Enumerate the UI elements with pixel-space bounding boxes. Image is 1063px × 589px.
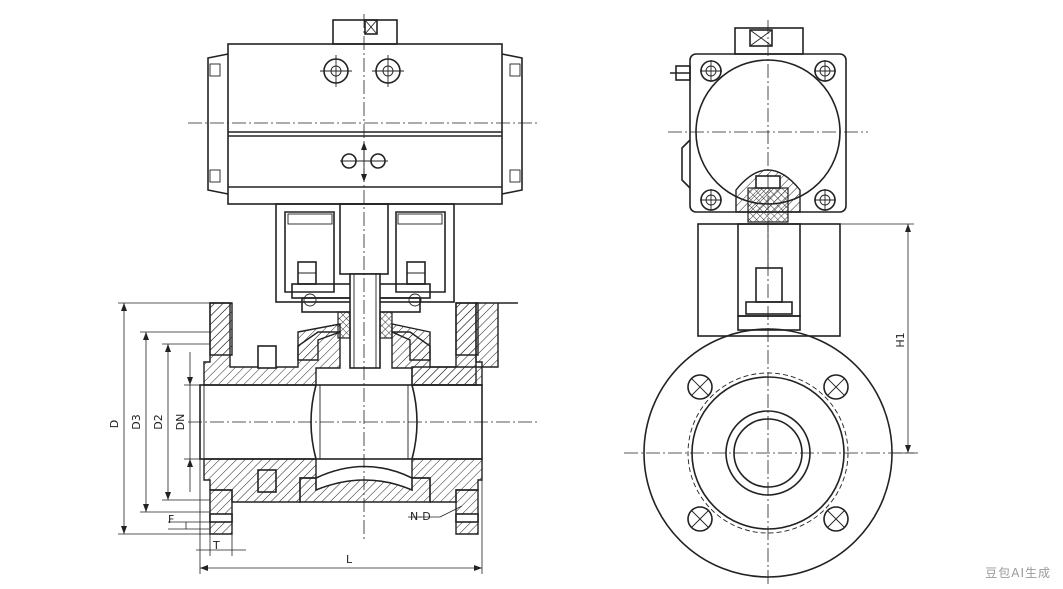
actuator-body xyxy=(207,43,523,205)
dimension-h1 xyxy=(840,223,914,454)
air-port-left xyxy=(320,55,352,87)
front-view: D D3 D2 DN F T L N-D xyxy=(108,14,540,574)
valve-stem xyxy=(337,273,393,369)
label-F: F xyxy=(168,513,174,526)
label-N-D: N-D xyxy=(410,510,431,523)
label-D2: D2 xyxy=(152,414,165,429)
actuator-top-indicator xyxy=(332,19,398,45)
watermark: 豆包AI生成 xyxy=(985,566,1051,580)
valve-body-lower xyxy=(203,458,483,503)
side-top-indicator xyxy=(734,27,804,55)
label-L: L xyxy=(346,553,353,566)
flange-right xyxy=(455,302,479,535)
dimensions-front xyxy=(118,302,483,574)
air-port-right xyxy=(372,55,404,87)
label-H1: H1 xyxy=(894,332,907,347)
label-DN: DN xyxy=(174,414,187,431)
side-bracket xyxy=(697,223,841,337)
label-D: D xyxy=(108,420,121,428)
label-T: T xyxy=(212,539,220,552)
side-view: H1 xyxy=(624,20,918,585)
label-D3: D3 xyxy=(130,414,143,429)
